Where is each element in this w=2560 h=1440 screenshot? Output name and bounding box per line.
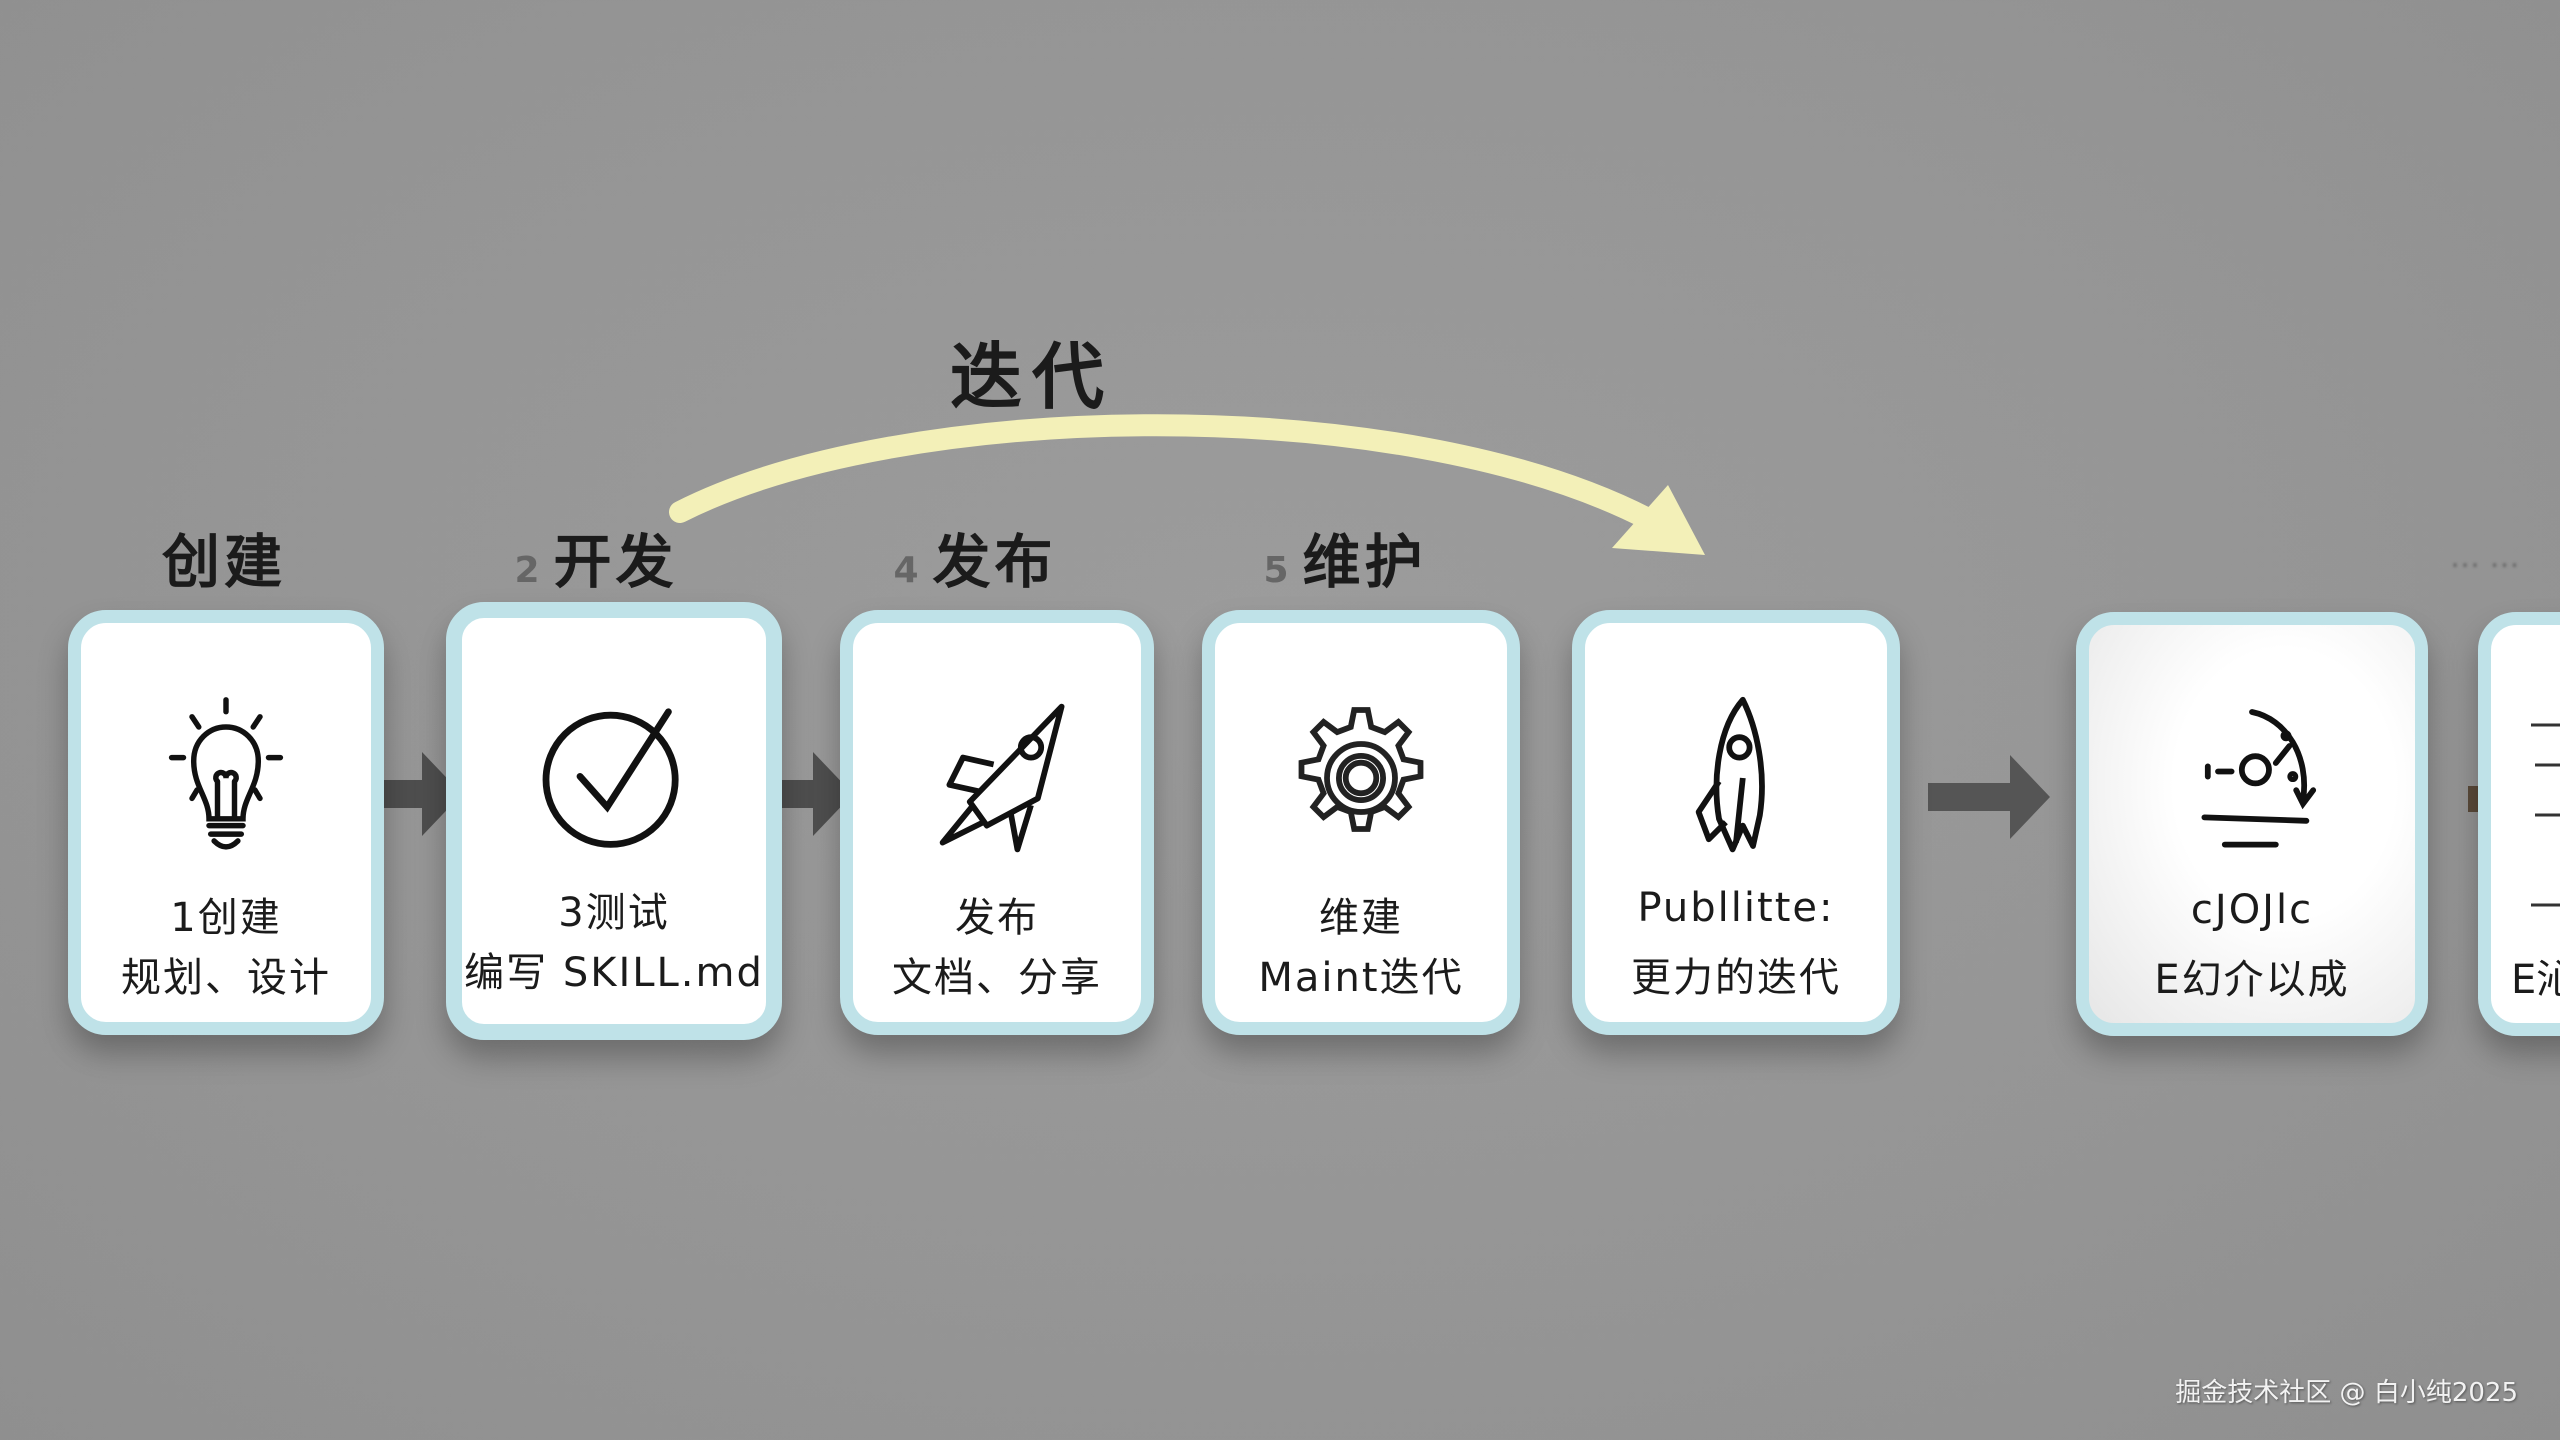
stage-card-maintain: 维建 Maint迭代 <box>1202 610 1520 1035</box>
card-subtitle: Ε幻介以成 <box>2154 957 2350 1003</box>
stage-number: 5 <box>1263 550 1293 591</box>
lightbulb-icon <box>168 697 284 850</box>
card-title: 3测试 <box>558 890 670 936</box>
card-title: 维建 <box>1319 895 1403 941</box>
check-circle-icon <box>542 708 679 848</box>
loop-label: 迭代 <box>949 335 1115 419</box>
rocket-icon <box>939 703 1065 853</box>
stage-number: 4 <box>893 550 923 591</box>
gear-icon <box>1298 707 1424 832</box>
stage-card-test: 3测试 编写 SKILL.md <box>446 602 782 1040</box>
card-title: Publlitte: <box>1637 885 1835 931</box>
card-subtitle: 规划、设计 <box>121 955 331 1001</box>
card-title: 1创建 <box>170 895 282 941</box>
stage-label-create: 创建 <box>162 515 286 599</box>
stage-card-faded: cJOJlc Ε幻介以成 <box>2076 612 2428 1036</box>
stage-label-text: 开发 <box>553 528 678 596</box>
card-subtitle: 编写 SKILL.md <box>464 950 764 996</box>
flow-arrow <box>364 752 462 836</box>
flow-arrow <box>755 752 853 836</box>
stage-label-text: 发布 <box>932 528 1057 596</box>
stage-card-iterate: Publlitte: 更力的迭代 <box>1572 610 1900 1035</box>
lines-icon <box>2531 723 2560 907</box>
card-title: 发布 <box>955 895 1039 941</box>
card-subtitle: Ε沁 <box>2511 957 2560 1003</box>
faint-stage-label: … … <box>2450 540 2520 575</box>
rocket-upright-icon <box>1695 696 1765 853</box>
stage-card-publish: 发布 文档、分享 <box>840 610 1154 1035</box>
watermark: 掘金技术社区 @ 白小纯2025 <box>2175 1378 2518 1408</box>
stage-number: 2 <box>514 550 544 591</box>
card-title: cJOJlc <box>2190 887 2314 933</box>
card-subtitle: Maint迭代 <box>1258 955 1464 1001</box>
stage-card-create: 1创建 规划、设计 <box>68 610 384 1035</box>
orbit-icon <box>2201 709 2317 848</box>
card-subtitle: 文档、分享 <box>892 955 1102 1001</box>
stage-card-cutoff: Ε沁 <box>2478 612 2560 1036</box>
stage-label-text: 维护 <box>1302 528 1427 596</box>
flow-arrow <box>1928 755 2050 839</box>
card-subtitle: 更力的迭代 <box>1631 955 1841 1001</box>
stage-label-text: 创建 <box>161 528 287 596</box>
